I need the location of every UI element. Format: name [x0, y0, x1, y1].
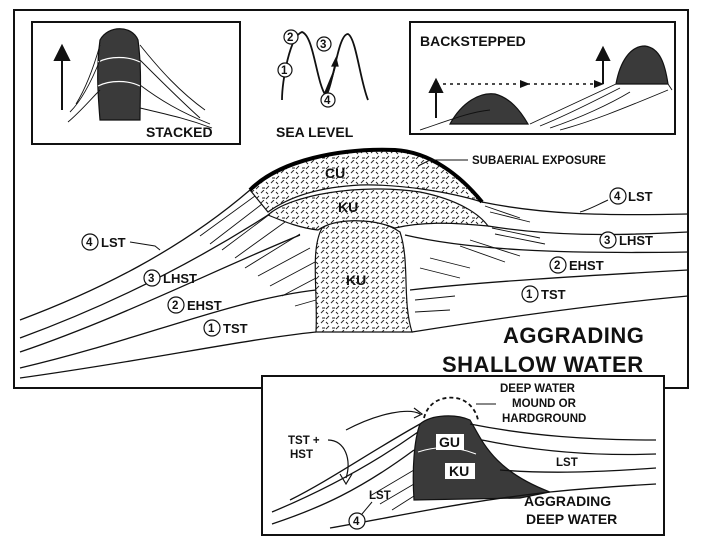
svg-text:4: 4 [614, 191, 621, 203]
svg-text:2: 2 [287, 32, 293, 44]
unit-ku-upper-label: KU [338, 199, 358, 215]
svg-text:1: 1 [526, 289, 533, 301]
deep-mound-label-line1: DEEP WATER [500, 383, 576, 395]
backstepped-label: BACKSTEPPED [420, 33, 526, 49]
tst-hst-label-line1: TST + [288, 435, 320, 447]
stacked-up-arrow [53, 43, 71, 110]
svg-text:4: 4 [324, 95, 331, 107]
svg-text:3: 3 [320, 39, 326, 51]
unit-ku-deep-label: KU [449, 463, 469, 479]
main-title-line1: AGGRADING [503, 323, 644, 348]
unit-gu-label: GU [439, 434, 460, 450]
right-tract-lhst: 3 LHST [599, 231, 653, 249]
stacked-inset: STACKED [31, 21, 241, 145]
svg-text:2: 2 [554, 260, 560, 272]
svg-text:3: 3 [604, 235, 610, 247]
subaerial-exposure-label: SUBAERIAL EXPOSURE [472, 155, 606, 167]
left-tract-lst: 4 LST [81, 233, 161, 251]
svg-text:TST: TST [223, 321, 248, 336]
left-tract-lhst: 3 LHST [143, 269, 197, 287]
deep-lst-left-label: LST [369, 490, 391, 502]
svg-text:1: 1 [281, 65, 288, 77]
sea-level-label: SEA LEVEL [276, 124, 354, 140]
left-tract-ehst: 2 EHST [167, 296, 222, 314]
tst-hst-label-line2: HST [290, 449, 313, 461]
svg-text:2: 2 [172, 300, 178, 312]
unit-cu-label: CU [325, 165, 345, 181]
backstepped-mound-left [448, 93, 530, 125]
svg-text:4: 4 [86, 237, 93, 249]
backstep-up-arrow-left [428, 77, 444, 118]
sea-level-inset: 2 3 1 4 SEA LEVEL [276, 29, 369, 140]
unit-ku-lower-label: KU [346, 272, 366, 288]
svg-text:1: 1 [208, 323, 215, 335]
backstep-up-arrow-right [595, 45, 611, 84]
deep-title-line1: AGGRADING [524, 493, 611, 509]
backstepped-inset: BACKSTEPPED [409, 21, 676, 135]
main-cross-section [19, 147, 688, 379]
left-tract-tst: 1 TST [203, 319, 248, 337]
svg-text:EHST: EHST [187, 298, 222, 313]
deep-title-line2: DEEP WATER [526, 511, 617, 527]
svg-text:3: 3 [148, 273, 154, 285]
stacked-label: STACKED [146, 124, 213, 140]
backstepped-mound-right [615, 45, 669, 85]
deep-water-panel: DEEP WATER MOUND OR HARDGROUND TST + HST… [261, 375, 665, 536]
svg-text:LHST: LHST [163, 271, 197, 286]
right-tract-ehst: 2 EHST [549, 256, 604, 274]
main-title-line2: SHALLOW WATER [442, 352, 644, 377]
deep-mound-label-line3: HARDGROUND [502, 413, 586, 425]
deep-mound-label-line2: MOUND OR [512, 398, 577, 410]
deep-lst-right-label: LST [556, 457, 578, 469]
right-tract-tst: 1 TST [521, 285, 566, 303]
svg-text:LST: LST [628, 189, 653, 204]
deep-marker-4: 4 [353, 516, 360, 528]
svg-text:EHST: EHST [569, 258, 604, 273]
svg-text:TST: TST [541, 287, 566, 302]
svg-text:LHST: LHST [619, 233, 653, 248]
stacked-mound [97, 28, 142, 121]
subaerial-exposure-surface [248, 147, 484, 204]
right-tract-lst: 4 LST [579, 187, 653, 213]
svg-text:LST: LST [101, 235, 126, 250]
dashed-mound-outline [423, 396, 479, 421]
ku-upper-body [266, 188, 490, 231]
subaerial-leader-line [417, 159, 468, 167]
